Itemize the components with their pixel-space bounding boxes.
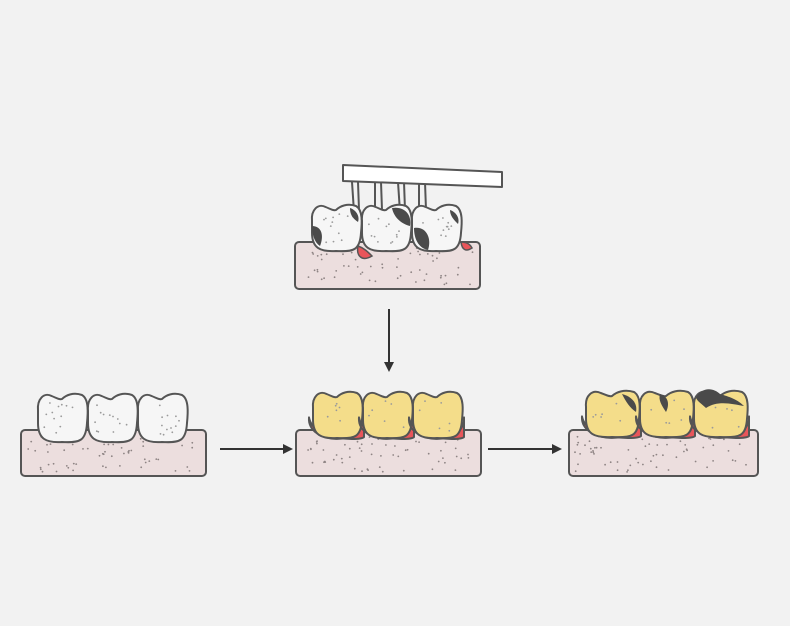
- toothbrush-icon: [342, 164, 503, 213]
- decay-spot: [414, 227, 430, 250]
- tooth: [407, 390, 466, 440]
- tooth: [357, 390, 416, 440]
- toothbrush-bristle: [424, 181, 427, 211]
- tooth-crown: [584, 389, 641, 439]
- tooth-speckles: [418, 400, 451, 432]
- tooth-crown: [86, 392, 139, 444]
- healthy-teeth-panel: [20, 392, 207, 477]
- tooth-speckles: [592, 402, 622, 422]
- tooth-speckles: [650, 399, 685, 424]
- tooth-speckles: [368, 217, 400, 244]
- tooth: [410, 203, 463, 253]
- tooth: [580, 389, 643, 439]
- tooth: [310, 203, 363, 253]
- tooth-speckles: [43, 402, 74, 434]
- toothbrush-bristle: [380, 181, 383, 211]
- tooth-crown: [638, 389, 695, 439]
- decay-spot: [622, 394, 637, 412]
- tooth-speckles: [94, 404, 128, 433]
- decay-spot: [450, 210, 459, 224]
- tooth: [634, 389, 697, 439]
- brushing-panel: [294, 164, 503, 290]
- plaque-gingivitis-panel: [295, 390, 482, 477]
- decayed-periodontitis-panel: [568, 389, 759, 477]
- inflamed-gum: [460, 241, 473, 251]
- decay-spot: [312, 226, 322, 246]
- tooth: [688, 389, 751, 439]
- tooth-crown: [411, 390, 464, 440]
- tooth: [86, 392, 139, 444]
- inflamed-gum: [356, 245, 374, 260]
- decay-spot: [696, 389, 744, 408]
- tooth-crown: [311, 390, 364, 440]
- tooth-speckles: [326, 402, 341, 422]
- toothbrush-handle: [342, 164, 503, 188]
- tooth-crown: [136, 392, 189, 444]
- panels-layer: [20, 164, 759, 477]
- decay-spot: [392, 207, 411, 226]
- tooth-speckles: [368, 400, 405, 429]
- toothbrush-bristle: [357, 181, 360, 211]
- tooth-crown: [361, 390, 414, 440]
- tooth: [307, 390, 366, 440]
- tooth-crown: [310, 203, 363, 253]
- tooth-speckles: [323, 213, 354, 244]
- decay-spot: [659, 394, 668, 412]
- arrows-layer: [220, 309, 562, 454]
- tooth: [360, 203, 413, 253]
- tooth-speckles: [158, 404, 180, 436]
- decay-spot: [350, 208, 359, 222]
- gum-speckles: [307, 435, 470, 473]
- tooth: [36, 392, 89, 444]
- tooth: [136, 392, 189, 444]
- tooth-crown: [36, 392, 89, 444]
